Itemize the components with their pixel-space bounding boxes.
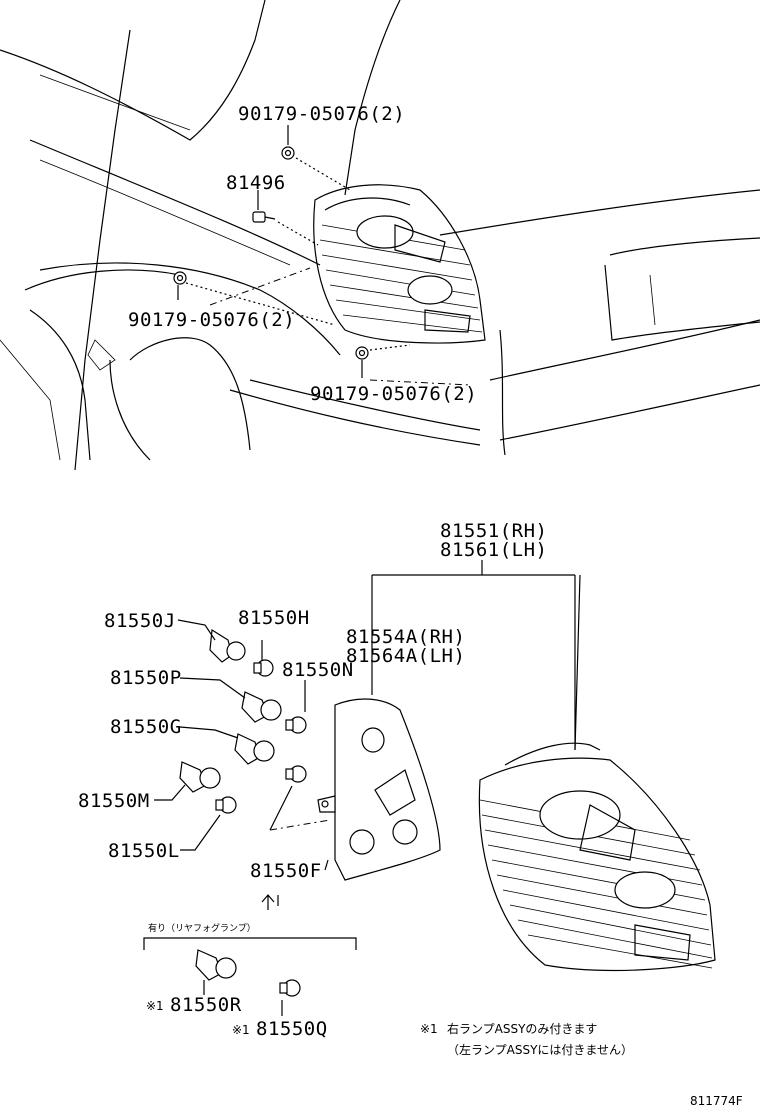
note-line-1: 右ランプASSYのみ付きます — [447, 1021, 597, 1036]
socket-81550J — [177, 619, 246, 663]
tail-lamp-mounted — [313, 184, 486, 344]
clip-fastener-left — [173, 271, 336, 326]
label-lamp-assy-lh: 81561(LH) — [440, 539, 547, 561]
label-socket-p: 81550P — [110, 667, 182, 689]
vehicle-body-outline — [0, 0, 760, 471]
socket-81550P — [179, 677, 282, 723]
clip-fastener-top — [281, 146, 351, 191]
label-socket-j: 81550J — [104, 610, 176, 632]
fog-lamp-group — [143, 894, 357, 950]
socket-81550R — [195, 949, 237, 995]
label-clip-top: 90179-05076(2) — [238, 103, 405, 125]
clip-fastener-bottom — [355, 344, 411, 378]
bulb-81550L — [180, 796, 237, 851]
note-line-2: （左ランプASSYには付きません） — [447, 1042, 633, 1057]
bulb-81550F — [269, 765, 307, 831]
label-bulb-f: 81550F — [250, 860, 322, 882]
label-fog-group: 有り（リヤフォグランプ） — [148, 922, 256, 934]
label-socket-g: 81550G — [110, 716, 182, 738]
gasket-panel — [317, 698, 441, 881]
label-bulb-n: 81550N — [282, 659, 354, 681]
tail-lamp-assembly — [478, 574, 716, 972]
label-gasket-rh: 81554A(RH) — [346, 626, 465, 648]
label-socket-r: 81550R — [170, 994, 242, 1016]
label-lamp-assy-rh: 81551(RH) — [440, 520, 547, 542]
bulb-81550Q — [279, 979, 301, 1016]
label-clip-bottom: 90179-05076(2) — [310, 383, 477, 405]
mark-bulb-q: ※1 — [232, 1023, 250, 1037]
label-clip-left: 90179-05076(2) — [128, 309, 295, 331]
gasket-leaders — [269, 819, 331, 871]
bulb-81550N — [285, 680, 307, 734]
figure-id: 811774F — [690, 1094, 743, 1108]
note-marker: ※1 — [420, 1022, 438, 1036]
socket-81550M — [154, 761, 221, 801]
label-bulb-h: 81550H — [238, 607, 310, 629]
lamp-assy-bracket — [371, 560, 576, 750]
screw-fastener — [252, 211, 319, 246]
leader-lines-top — [209, 125, 471, 386]
label-bulb-q: 81550Q — [256, 1018, 328, 1040]
socket-81550G — [179, 726, 275, 765]
label-screw: 81496 — [226, 172, 286, 194]
mark-socket-r: ※1 — [146, 999, 164, 1013]
label-bulb-l: 81550L — [108, 840, 180, 862]
bulb-81550H — [253, 640, 274, 677]
label-socket-m: 81550M — [78, 790, 150, 812]
label-gasket-lh: 81564A(LH) — [346, 645, 465, 667]
